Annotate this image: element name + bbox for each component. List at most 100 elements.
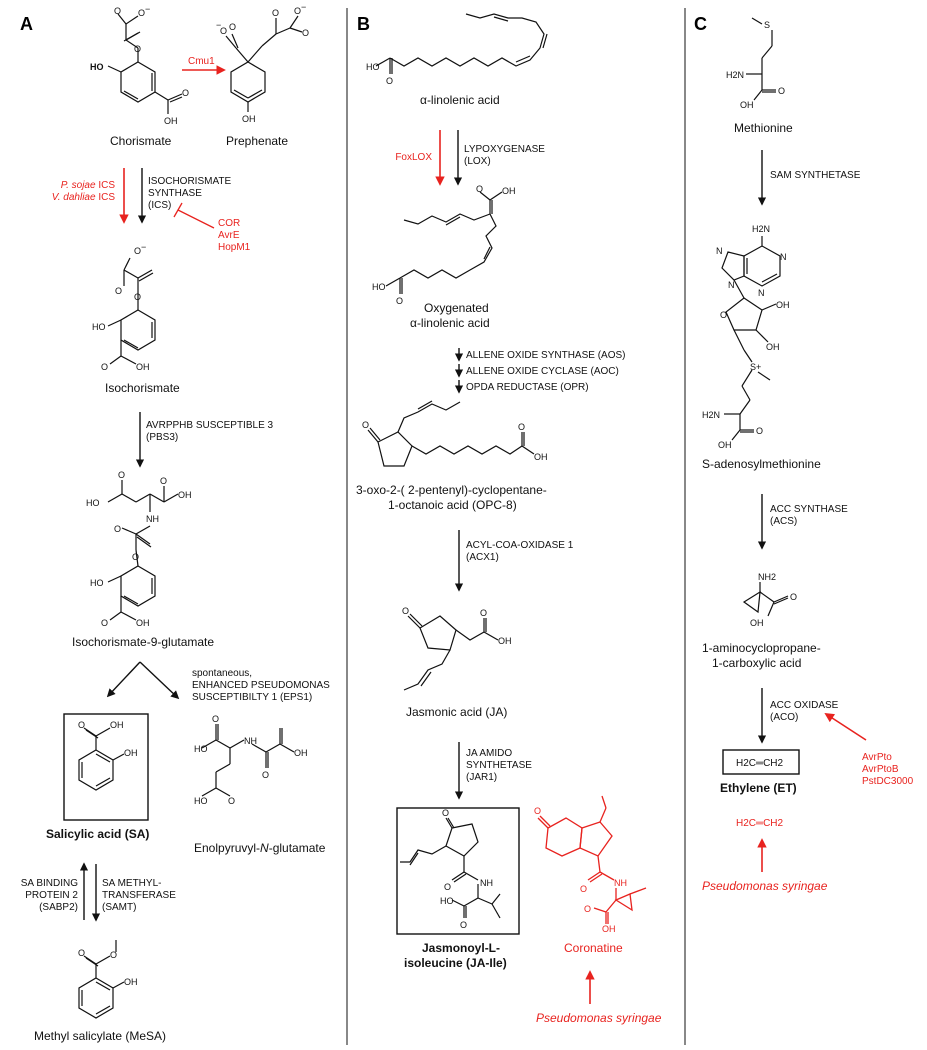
inhibitor-avre: AvrE: [218, 230, 240, 241]
iso9glu-hn: NH: [146, 514, 159, 524]
prephenate-oh: OH: [242, 114, 256, 124]
vdahliae-ics: V. dahliae ICS: [52, 192, 116, 203]
cor-oh: OH: [602, 924, 616, 934]
acc-o: O: [790, 592, 797, 602]
jar1-line2: SYNTHETASE: [466, 760, 532, 771]
lox-line2: (LOX): [464, 156, 491, 167]
iso9glu-o1: O: [118, 470, 125, 480]
eps1-line2: ENHANCED PSEUDOMONAS: [192, 680, 330, 691]
prephenate-minus2: −: [301, 2, 306, 12]
ala-structure: HO O: [366, 13, 548, 86]
aco-line1: ACC OXIDASE: [770, 700, 839, 711]
sa-name: Salicylic acid (SA): [46, 827, 149, 841]
enol-ho1: HO: [194, 744, 208, 754]
chorismate-ho: HO: [90, 62, 104, 72]
sam-h2n: H2N: [752, 224, 770, 234]
enol-o1: O: [212, 714, 219, 724]
cor-o2: O: [580, 884, 587, 894]
sabp2-line1: SA BINDING: [21, 878, 78, 889]
enol-oh: OH: [294, 748, 308, 758]
jaile-nh: NH: [480, 878, 493, 888]
aoc-label: ALLENE OXIDE CYCLASE (AOC): [466, 366, 619, 377]
iso9glu-o4: O: [132, 552, 139, 562]
chorismate-name: Chorismate: [110, 134, 172, 148]
met-h2n: H2N: [726, 70, 744, 80]
isochorismate-ho: HO: [92, 322, 106, 332]
iso9glu-oh: OH: [178, 490, 192, 500]
enolpyruvyl-name: Enolpyruvyl-N-glutamate: [194, 841, 326, 855]
iso9glu-name: Isochorismate-9-glutamate: [72, 635, 214, 649]
split-arrow-enol: [139, 661, 180, 700]
opc8-structure: O O OH: [362, 400, 548, 467]
chorismate-o3: O: [134, 44, 141, 54]
iso9glu-o3: O: [114, 524, 121, 534]
mesa-name: Methyl salicylate (MeSA): [34, 1029, 166, 1043]
cor-nh: NH: [614, 878, 627, 888]
oxy-o2: O: [396, 296, 403, 306]
samt-line2: TRANSFERASE: [102, 890, 176, 901]
prephenate-o5: O: [302, 28, 309, 38]
jaile-box: [396, 807, 520, 935]
iso9glu-structure: HO O O OH NH O O HO O OH: [86, 470, 192, 628]
isochorismate-o2: O: [115, 286, 122, 296]
jar1-line3: (JAR1): [466, 772, 497, 783]
oxy-o1: O: [476, 184, 483, 194]
oxy-line2: α-linolenic acid: [410, 316, 490, 330]
opc8-line2: 1-octanoic acid (OPC-8): [388, 498, 517, 512]
sam-oh2: OH: [766, 342, 780, 352]
acc-structure: NH2 O OH: [742, 572, 797, 628]
sabp2-line3: (SABP2): [39, 902, 78, 913]
prephenate-o2: O: [229, 22, 236, 32]
aos-label: ALLENE OXIDE SYNTHASE (AOS): [466, 350, 626, 361]
chorismate-oh: OH: [164, 116, 178, 126]
inhibitor-cor: COR: [218, 218, 240, 229]
acc-line1: 1-aminocyclopropane-: [702, 641, 821, 655]
inhibition-line: [177, 209, 215, 229]
chorismate-o1: O: [114, 6, 121, 16]
ics-line3: (ICS): [148, 200, 171, 211]
oxy-ho: HO: [372, 282, 386, 292]
ala-ho: HO: [366, 62, 380, 72]
enol-ho2: HO: [194, 796, 208, 806]
pseudomonas-c: Pseudomonas syringae: [702, 879, 828, 893]
ics-line2: SYNTHASE: [148, 188, 202, 199]
inhibitor-hopm1: HopM1: [218, 242, 251, 253]
jaile-o1: O: [442, 808, 449, 818]
coronatine-structure: O O NH O OH: [534, 795, 647, 934]
opc8-oh: OH: [534, 452, 548, 462]
sam-n2: N: [758, 288, 765, 298]
sam-n3: N: [716, 246, 723, 256]
isochorismate-o1: O: [134, 246, 141, 256]
chorismate-o4: O: [182, 88, 189, 98]
jaile-o2: O: [444, 882, 451, 892]
sa-structure: O OH OH: [78, 720, 138, 791]
sam-s: S+: [750, 362, 761, 372]
sa-oh2: OH: [124, 748, 138, 758]
pbs3-line1: AVRPPHB SUSCEPTIBLE 3: [146, 420, 274, 431]
jaile-line1: Jasmonoyl-L-: [422, 941, 500, 955]
eps1-line3: SUSCEPTIBILTY 1 (EPS1): [192, 692, 312, 703]
psojae-species: P. sojae: [61, 180, 96, 191]
isochorismate-o3: O: [134, 292, 141, 302]
pseudomonas-b: Pseudomonas syringae: [536, 1011, 662, 1025]
acs-line1: ACC SYNTHASE: [770, 504, 848, 515]
cmu1-label: Cmu1: [188, 56, 215, 67]
acc-nh2: NH2: [758, 572, 776, 582]
sam-oh3: OH: [718, 440, 732, 450]
acx1-line2: (ACX1): [466, 552, 499, 563]
methionine-structure: S H2N O OH: [726, 17, 785, 110]
acc-oh: OH: [750, 618, 764, 628]
panel-a: A O O − O HO O OH Chorismate: [20, 2, 330, 1043]
jar1-line1: JA AMIDO: [466, 748, 512, 759]
ja-o1: O: [402, 606, 409, 616]
ja-structure: O O OH: [402, 606, 512, 691]
sam-n4: N: [728, 280, 735, 290]
oxy-line1: Oxygenated: [424, 301, 489, 315]
effector-pstdc3000: PstDC3000: [862, 776, 914, 787]
samt-line3: (SAMT): [102, 902, 136, 913]
psojae-suffix: ICS: [96, 180, 116, 191]
iso9glu-o5: O: [101, 618, 108, 628]
prephenate-o1: O: [220, 26, 227, 36]
oxy-ala-structure: O OH HO O: [372, 184, 516, 306]
